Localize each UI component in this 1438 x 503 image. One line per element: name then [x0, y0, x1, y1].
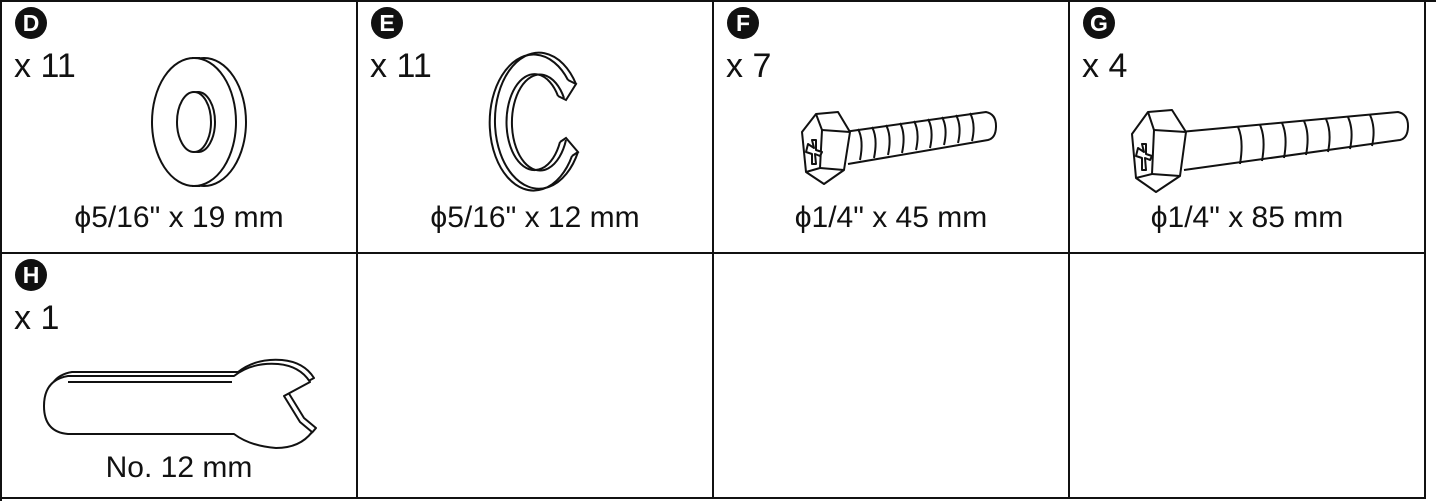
part-letter-badge-h: H — [14, 258, 48, 292]
part-letter-badge-g: G — [1082, 6, 1116, 40]
part-dimension-d: ϕ5/16" x 19 mm — [74, 201, 284, 234]
part-quantity-h: x 1 — [14, 299, 60, 337]
split-lock-washer-icon — [488, 42, 608, 192]
svg-text:H: H — [23, 262, 40, 288]
part-cell-f: F x 7 — [714, 2, 1070, 254]
hex-bolt-short-icon — [796, 94, 1006, 194]
empty-cell — [714, 254, 1070, 499]
part-quantity-f: x 7 — [726, 47, 772, 85]
part-quantity-g: x 4 — [1082, 47, 1128, 85]
svg-text:F: F — [736, 10, 750, 36]
svg-text:D: D — [23, 10, 40, 36]
part-quantity-e: x 11 — [370, 47, 432, 85]
svg-text:E: E — [379, 10, 394, 36]
part-cell-e: E x 11 ϕ5/16" x 12 mm — [358, 2, 714, 254]
part-quantity-d: x 11 — [14, 47, 76, 85]
part-cell-h: H x 1 No. 12 mm — [2, 254, 358, 499]
part-letter-badge-d: D — [14, 6, 48, 40]
svg-text:G: G — [1090, 10, 1108, 36]
part-dimension-g: ϕ1/4" x 85 mm — [1150, 201, 1344, 234]
empty-cell — [1070, 254, 1426, 499]
empty-cell — [358, 254, 714, 499]
part-cell-g: G x 4 — [1070, 2, 1426, 254]
open-end-wrench-icon — [42, 352, 332, 452]
part-dimension-f: ϕ1/4" x 45 mm — [794, 201, 988, 234]
part-letter-badge-e: E — [370, 6, 404, 40]
part-dimension-h: No. 12 mm — [105, 451, 253, 484]
part-letter-badge-f: F — [726, 6, 760, 40]
hex-bolt-long-icon — [1126, 92, 1416, 202]
flat-washer-icon — [142, 52, 252, 192]
part-cell-d: D x 11 ϕ5/16" x 19 mm — [2, 2, 358, 254]
part-dimension-e: ϕ5/16" x 12 mm — [430, 201, 640, 234]
